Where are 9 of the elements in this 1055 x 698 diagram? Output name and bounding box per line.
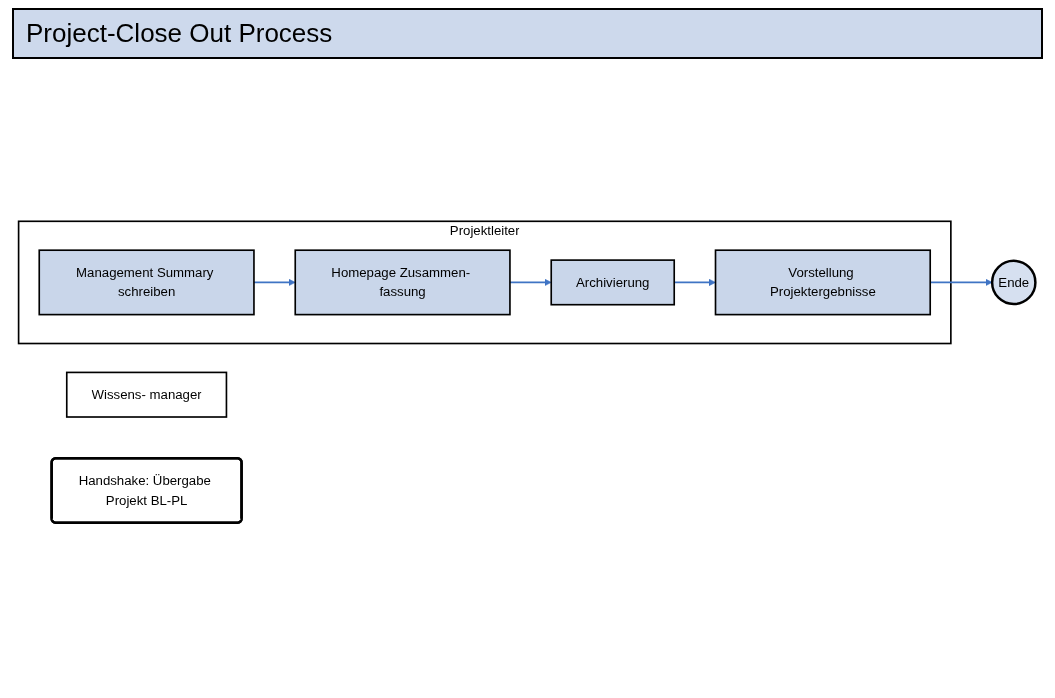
diagram-title: Project-Close Out Process (12, 8, 1043, 59)
node-box: Wissens- manager (65, 371, 228, 418)
arrow (253, 278, 296, 287)
node-box: Archivierung (550, 259, 676, 306)
node-box: Vorstellung Projektergebnisse (714, 249, 932, 316)
node-circle: Ende (990, 259, 1037, 306)
node-box: Management Summary schreiben (38, 249, 255, 316)
node-box: Homepage Zusammen- fassung (294, 249, 511, 316)
arrow (509, 278, 552, 287)
